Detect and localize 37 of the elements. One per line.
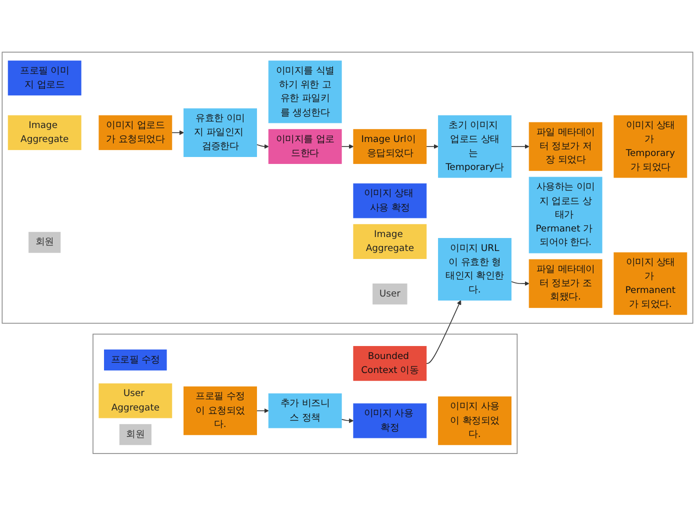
node-box: Image Url이 응답되었다 (353, 128, 427, 164)
node-box: 프로필 수정이 요청되었다. (184, 386, 257, 435)
node-box: 파일 메타데이터 정보가 저장 되었다 (528, 122, 602, 171)
arrow (256, 144, 269, 149)
node-box: Image Aggregate (353, 224, 427, 259)
node-box: 이미지 상태가 Permanent가 되었다. (614, 252, 688, 314)
node-box: 유효한 이미지 파일인지 검증한다 (184, 108, 257, 157)
node-box: Bounded Context 이동 (353, 346, 427, 380)
node-box: 이미지 업로드가 요청되었다 (98, 114, 172, 150)
node-box: 사용하는 이미지 업로드 상태가 Permanet 가 되어야 한다. (528, 176, 602, 253)
node-box: 이미지를 식별하기 위한 고유한 파일키를 생성한다 (268, 60, 342, 123)
arrow (256, 408, 269, 413)
node-box: 회원 (119, 424, 152, 445)
cluster (92, 333, 518, 454)
node-box: 이미지 사용이 확정되었다. (438, 396, 512, 445)
node-box: User Aggregate (98, 383, 172, 418)
arrow (171, 130, 184, 135)
node-box: 회원 (28, 232, 61, 252)
node-box: User (372, 283, 408, 304)
node-box: 파일 메타데이터 정보가 조회됐다. (528, 258, 602, 308)
arrow (341, 418, 354, 423)
arrow (510, 144, 530, 149)
arrow (426, 144, 439, 149)
node-box: 초기 이미지 업로드 상태는 Temporary다 (438, 114, 512, 178)
arrow (341, 144, 354, 149)
node-box: 이미지 상태가 Temporary가 되었다 (614, 114, 688, 178)
node-box: 프로필 수정 (104, 349, 167, 370)
node-box: 추가 비즈니스 정책 (268, 393, 342, 428)
node-box: 프로필 이미지 업로드 (8, 60, 82, 96)
node-box: Image Aggregate (8, 114, 82, 150)
node-box: 이미지 사용 확정 (353, 403, 427, 438)
arrow (426, 300, 462, 364)
node-box: 이미지를 업로드한다 (268, 128, 342, 164)
arrow (510, 280, 530, 286)
cluster (2, 51, 694, 324)
node-box: 이미지 상태 사용 확정 (353, 183, 427, 218)
node-box: 이미지 URL이 유효한 형태인지 확인한다. (438, 238, 512, 300)
